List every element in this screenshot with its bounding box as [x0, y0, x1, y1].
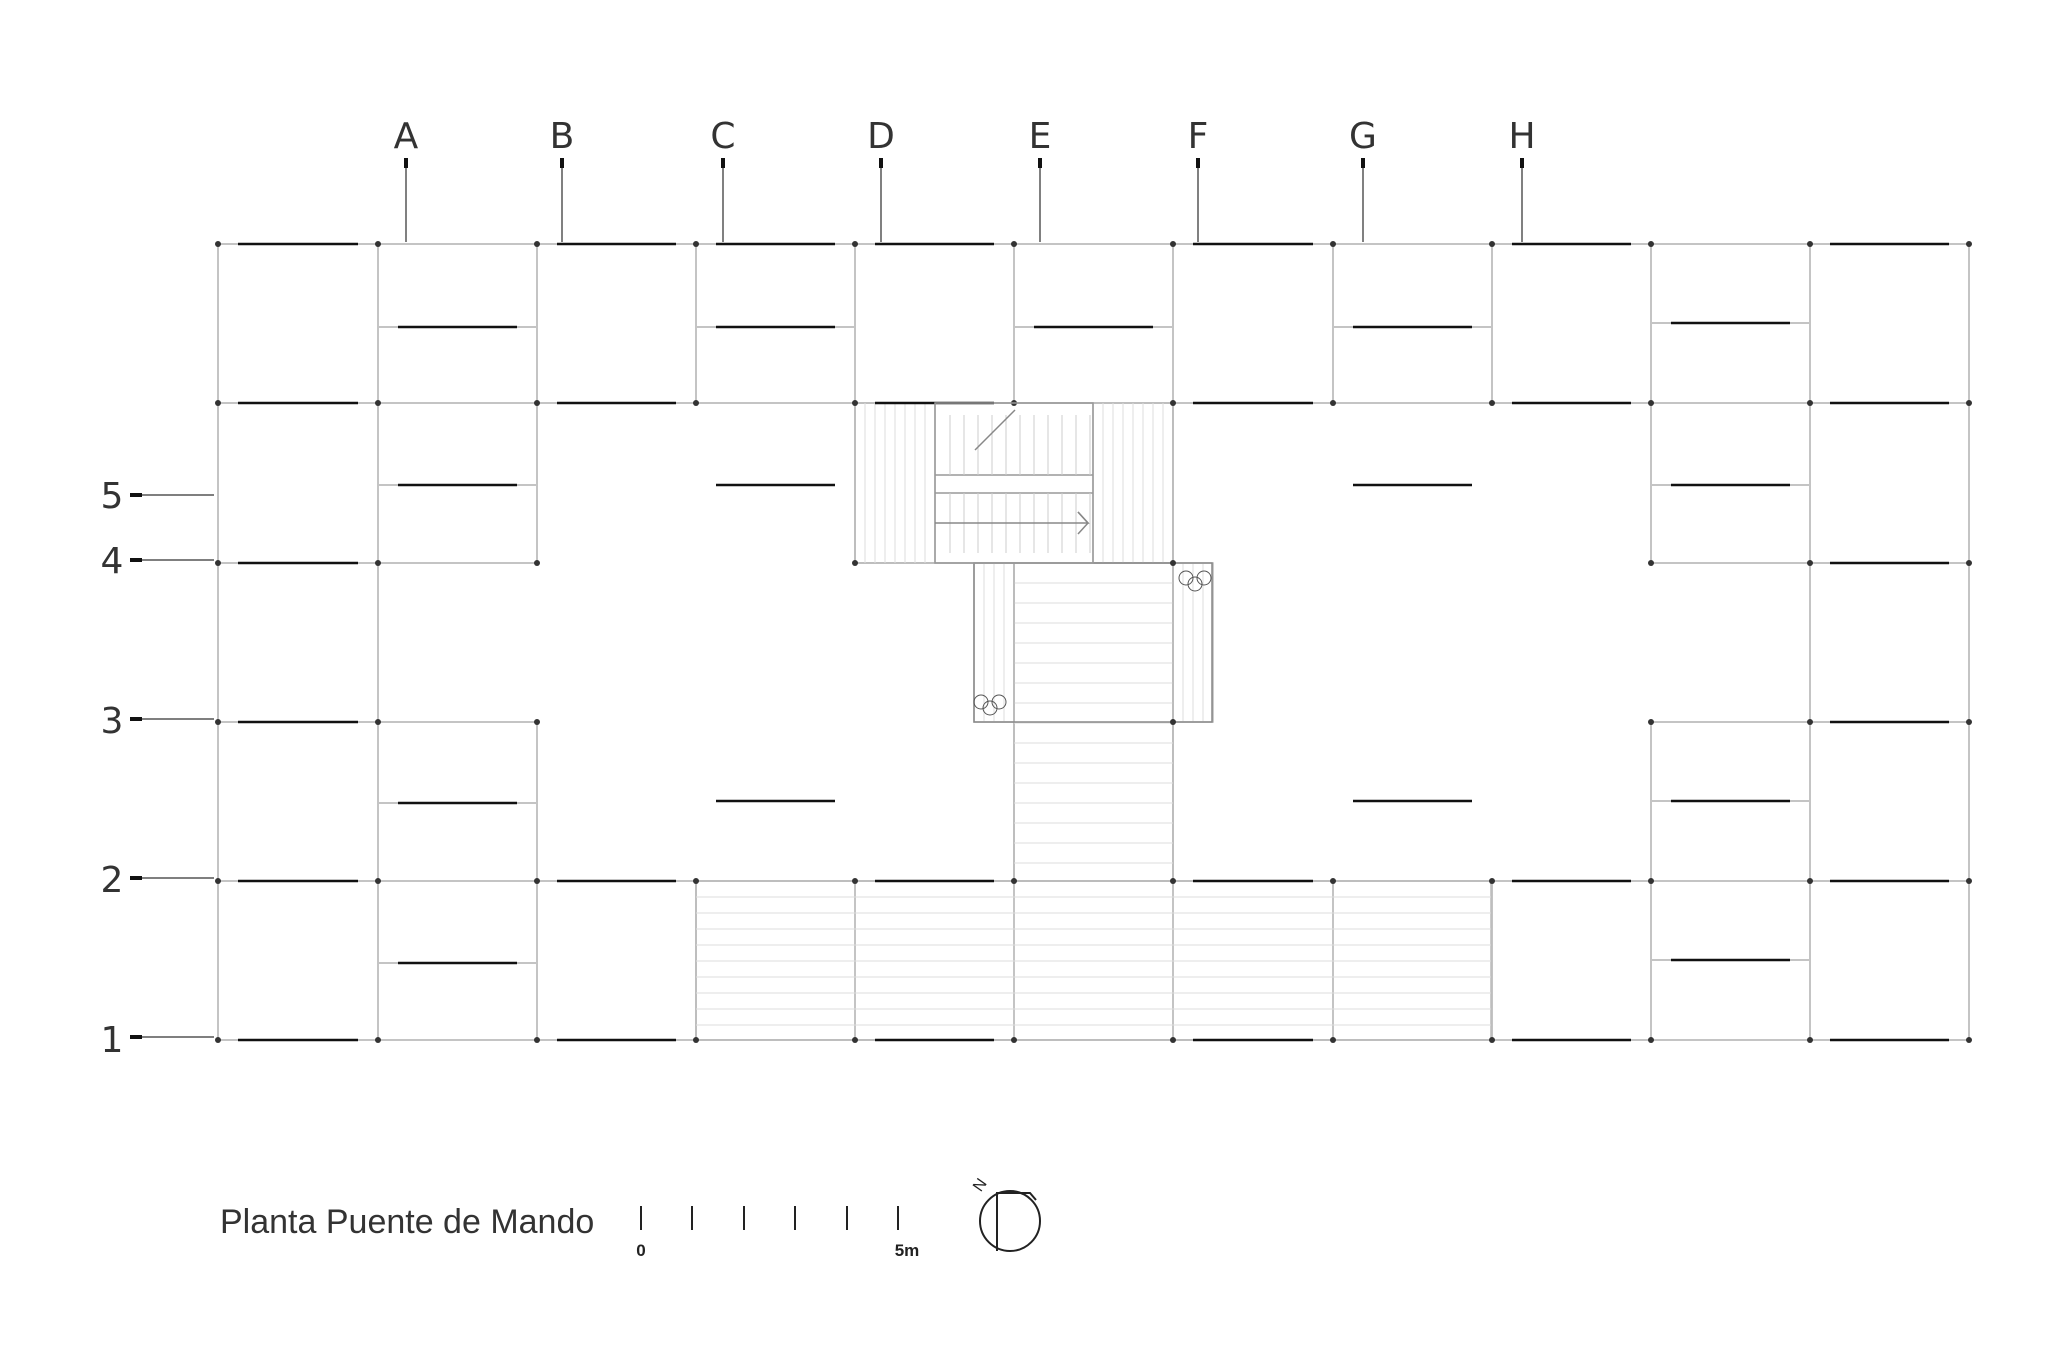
column-node [1489, 400, 1495, 406]
column-axis-label: D [867, 116, 895, 157]
row-axis-label: 1 [101, 1020, 124, 1061]
row-axis-label: 2 [101, 860, 124, 901]
drawing-title: Planta Puente de Mando [220, 1203, 594, 1241]
column-node [1966, 241, 1972, 247]
column-node [1648, 1037, 1654, 1043]
stair-arrow [935, 511, 1090, 524]
column-node [852, 241, 858, 247]
column-node [1966, 719, 1972, 725]
stair-outline [934, 402, 1094, 564]
column-node [1648, 400, 1654, 406]
column-axis-markers: A B C D E F G H [394, 116, 1536, 242]
column-node [693, 241, 699, 247]
scale-bar: 0 5m [636, 1206, 919, 1260]
column-node [1170, 400, 1176, 406]
north-arrow-icon: N [970, 1176, 1041, 1252]
column-node [215, 1037, 221, 1043]
column-node [534, 241, 540, 247]
column-node [1807, 1037, 1813, 1043]
column-node [1966, 1037, 1972, 1043]
column-node [1648, 719, 1654, 725]
column-node [1011, 1037, 1017, 1043]
column-node [1807, 719, 1813, 725]
column-node [534, 1037, 540, 1043]
column-node [534, 878, 540, 884]
column-node [534, 560, 540, 566]
column-node [693, 878, 699, 884]
plant-icon [1178, 570, 1194, 586]
column-node [1011, 878, 1017, 884]
column-node [375, 400, 381, 406]
stair-arrow [974, 409, 1016, 451]
column-node [693, 1037, 699, 1043]
column-axis-label: C [710, 116, 735, 157]
column-node [375, 719, 381, 725]
column-node [1648, 560, 1654, 566]
column-node [534, 400, 540, 406]
column-node [1170, 1037, 1176, 1043]
plant-icon [973, 694, 989, 710]
column-node [375, 560, 381, 566]
column-axis-label: H [1508, 116, 1535, 157]
row-axis-label: 5 [101, 476, 124, 517]
column-axis-label: F [1188, 116, 1209, 157]
structural-grid [217, 243, 1970, 1041]
plant-icon [1196, 570, 1212, 586]
column-node [1807, 241, 1813, 247]
column-node [215, 560, 221, 566]
plant-icon [982, 700, 998, 716]
row-axis-label: 4 [101, 541, 124, 582]
column-node [1807, 878, 1813, 884]
column-node [1807, 400, 1813, 406]
column-axis-label: E [1029, 116, 1052, 157]
column-node [1170, 560, 1176, 566]
column-node [1648, 878, 1654, 884]
column-node [1966, 560, 1972, 566]
column-node [1330, 400, 1336, 406]
column-node [215, 241, 221, 247]
stair-arrowhead [1077, 511, 1090, 535]
column-node [693, 400, 699, 406]
column-node [215, 400, 221, 406]
column-node [852, 878, 858, 884]
column-node [1330, 1037, 1336, 1043]
column-node [852, 1037, 858, 1043]
row-axis-label: 3 [101, 701, 124, 742]
column-axis-label: G [1349, 116, 1377, 157]
column-node [1330, 878, 1336, 884]
column-node [1489, 1037, 1495, 1043]
column-nodes [215, 241, 1972, 1043]
column-node [1011, 241, 1017, 247]
column-node [375, 1037, 381, 1043]
column-axis-label: A [394, 116, 419, 157]
column-node [852, 400, 858, 406]
column-node [1648, 241, 1654, 247]
column-node [1330, 241, 1336, 247]
plant-icon [991, 694, 1007, 710]
north-letter: N [970, 1176, 991, 1195]
column-node [534, 719, 540, 725]
column-node [1489, 241, 1495, 247]
column-node [1489, 878, 1495, 884]
scale-start-label: 0 [636, 1241, 645, 1260]
planter-icons [973, 570, 1212, 716]
column-node [215, 719, 221, 725]
column-node [1170, 241, 1176, 247]
column-node [375, 878, 381, 884]
column-node [1807, 560, 1813, 566]
column-node [1966, 400, 1972, 406]
column-node [1170, 878, 1176, 884]
scale-end-label: 5m [895, 1241, 920, 1260]
column-node [215, 878, 221, 884]
column-axis-label: B [550, 116, 575, 157]
column-node [375, 241, 381, 247]
column-node [852, 560, 858, 566]
stair-detail [934, 402, 1094, 564]
plant-icon [1187, 576, 1203, 592]
column-node [1170, 719, 1176, 725]
column-node [1966, 878, 1972, 884]
beam-lines [238, 242, 1949, 1042]
row-axis-markers: 5 4 3 2 1 [101, 476, 214, 1061]
